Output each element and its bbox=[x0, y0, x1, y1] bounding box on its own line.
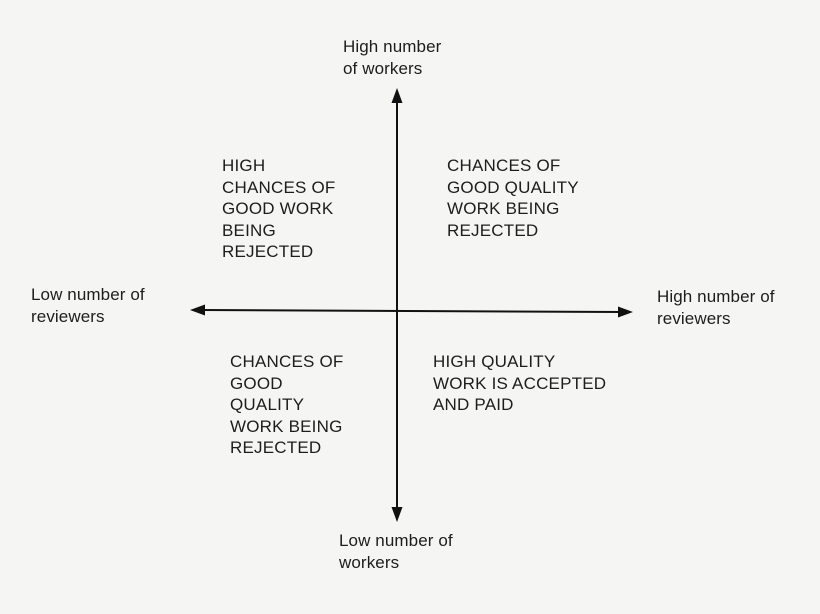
arrowhead-down-icon bbox=[391, 507, 403, 522]
arrowhead-left-icon bbox=[190, 304, 205, 316]
arrowhead-right-icon bbox=[618, 306, 633, 318]
quadrant-top-right-text: CHANCES OF GOOD QUALITY WORK BEING REJEC… bbox=[447, 156, 579, 240]
quadrant-bottom-left-text: CHANCES OF GOOD QUALITY WORK BEING REJEC… bbox=[230, 352, 344, 457]
axis-label-high-reviewers: High number of reviewers bbox=[657, 287, 775, 328]
axis-label-low-reviewers: Low number of reviewers bbox=[31, 285, 145, 326]
axis-label-high-workers: High number of workers bbox=[343, 37, 442, 78]
horizontal-axis-line bbox=[200, 309, 623, 313]
quadrant-top-left-text: HIGH CHANCES OF GOOD WORK BEING REJECTED bbox=[222, 156, 336, 261]
arrowhead-up-icon bbox=[391, 88, 403, 103]
quadrant-bottom-right-text: HIGH QUALITY WORK IS ACCEPTED AND PAID bbox=[433, 352, 607, 414]
axis-label-low-workers: Low number of workers bbox=[339, 531, 453, 572]
